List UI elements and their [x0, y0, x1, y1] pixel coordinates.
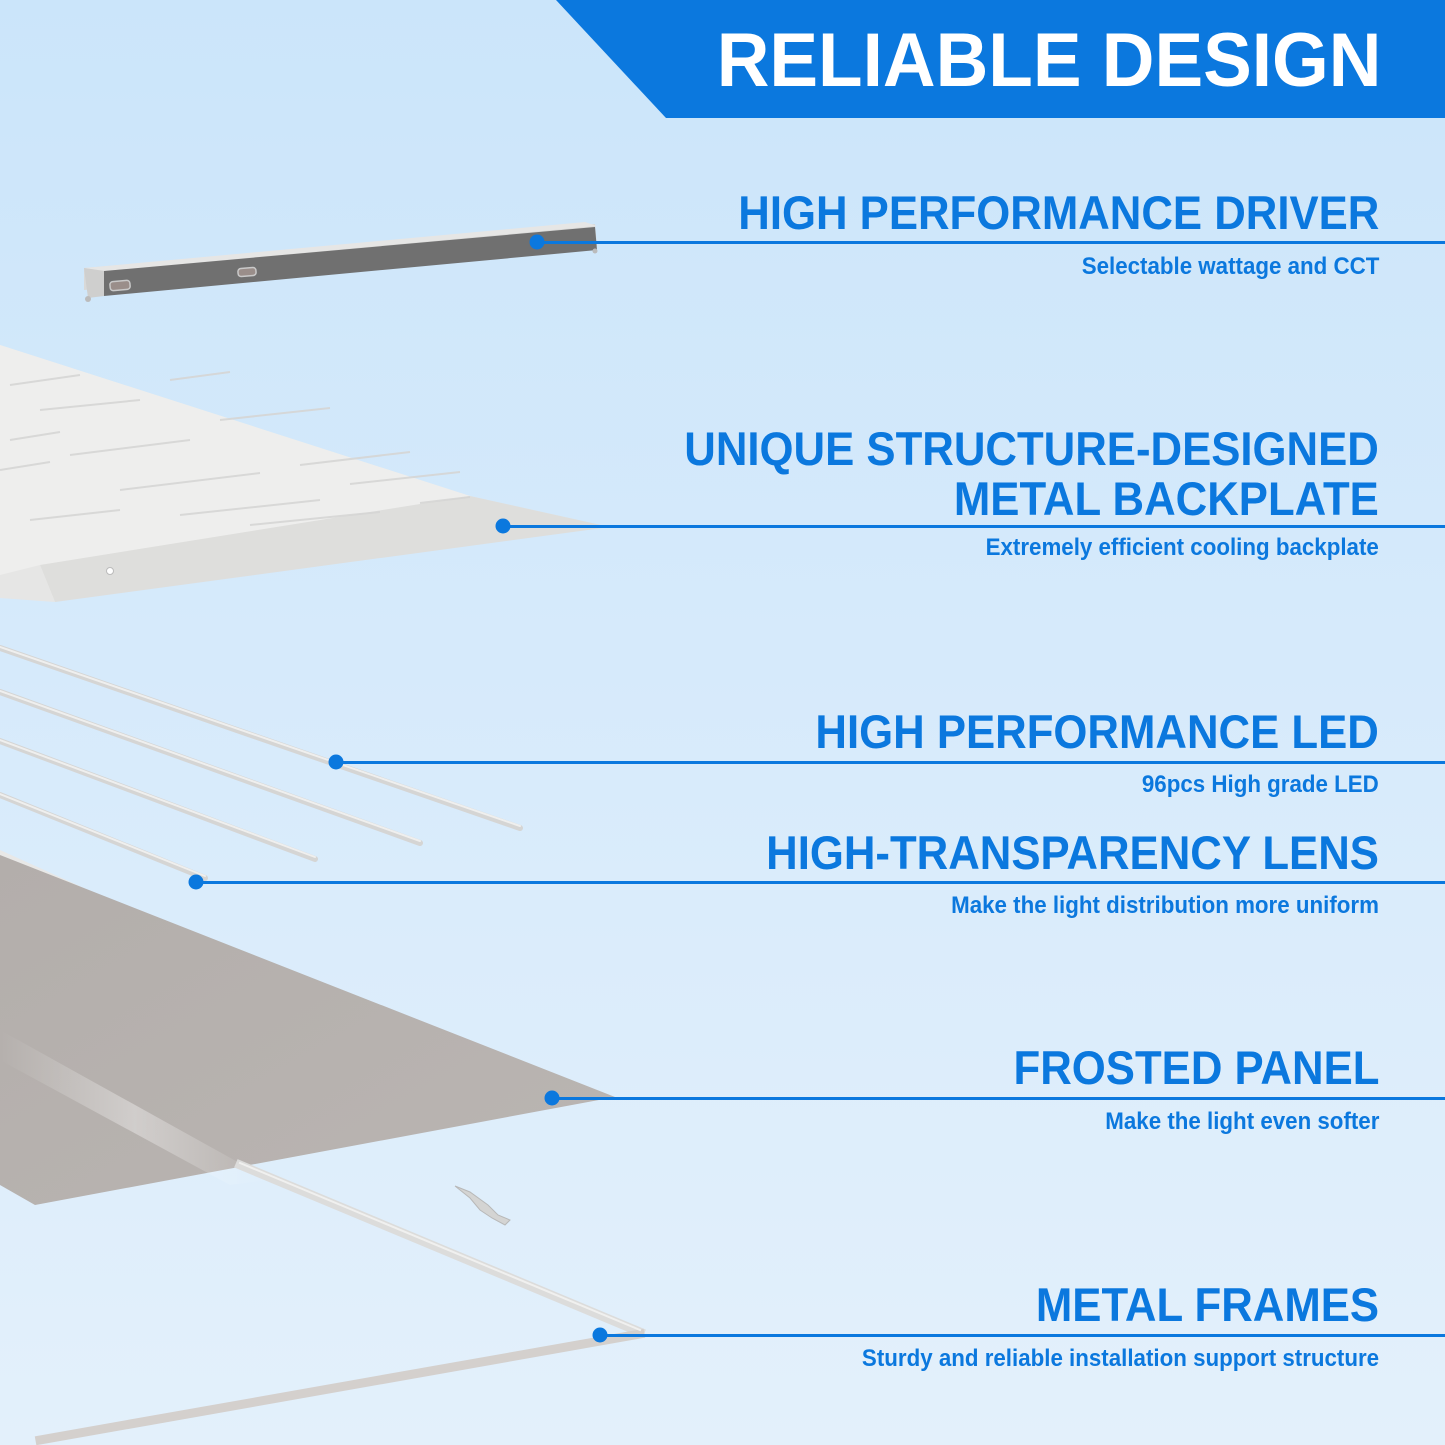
leader-line-led — [336, 761, 1445, 764]
feature-desc: 96pcs High grade LED — [1142, 771, 1379, 798]
feature-title: METAL FRAMES — [1035, 1278, 1379, 1331]
callout-dot-backplate — [495, 518, 511, 534]
feature-desc: Make the light even softer — [1104, 1108, 1379, 1135]
leader-line-metal-frame — [600, 1334, 1445, 1337]
feature-title: HIGH PERFORMANCE LED — [815, 705, 1379, 758]
metal-frame-part — [34, 1159, 646, 1445]
callout-dot-metal-frame — [592, 1327, 608, 1343]
feature-desc: Sturdy and reliable installation support… — [861, 1345, 1379, 1372]
leader-line-frosted-panel — [552, 1097, 1445, 1100]
feature-metal-frame: METAL FRAMES Sturdy and reliable install… — [823, 1280, 1379, 1373]
callout-dot-lens — [188, 874, 204, 890]
feature-title: HIGH-TRANSPARENCY LENS — [766, 826, 1379, 879]
frosted-panel-part — [0, 855, 615, 1205]
callout-dot-led — [328, 754, 344, 770]
banner-title: RELIABLE DESIGN — [716, 18, 1381, 103]
feature-desc: Extremely efficient cooling backplate — [985, 534, 1379, 561]
feature-title-line2: METAL BACKPLATE — [954, 472, 1379, 525]
led-strips-part — [0, 645, 523, 881]
feature-lens: HIGH-TRANSPARENCY LENS Make the light di… — [720, 828, 1379, 920]
leader-line-driver — [537, 241, 1445, 244]
feature-led: HIGH PERFORMANCE LED 96pcs High grade LE… — [773, 707, 1379, 799]
backplate-part — [0, 345, 610, 602]
feature-frosted-panel: FROSTED PANEL Make the light even softer — [986, 1043, 1379, 1136]
leader-line-backplate — [503, 525, 1445, 528]
callout-dot-frosted-panel — [544, 1090, 560, 1106]
feature-driver: HIGH PERFORMANCE DRIVER Selectable watta… — [690, 188, 1379, 281]
feature-title-line1: UNIQUE STRUCTURE-DESIGNED — [684, 422, 1379, 475]
feature-title: FROSTED PANEL — [1013, 1041, 1379, 1094]
feature-desc: Make the light distribution more uniform — [951, 892, 1379, 919]
feature-title: HIGH PERFORMANCE DRIVER — [737, 186, 1379, 239]
feature-backplate: UNIQUE STRUCTURE-DESIGNED METAL BACKPLAT… — [632, 424, 1379, 562]
callout-dot-driver — [529, 234, 545, 250]
title-banner: RELIABLE DESIGN — [556, 0, 1445, 118]
leader-line-lens — [196, 881, 1445, 884]
driver-part — [84, 222, 598, 302]
feature-desc: Selectable wattage and CCT — [1081, 253, 1379, 280]
